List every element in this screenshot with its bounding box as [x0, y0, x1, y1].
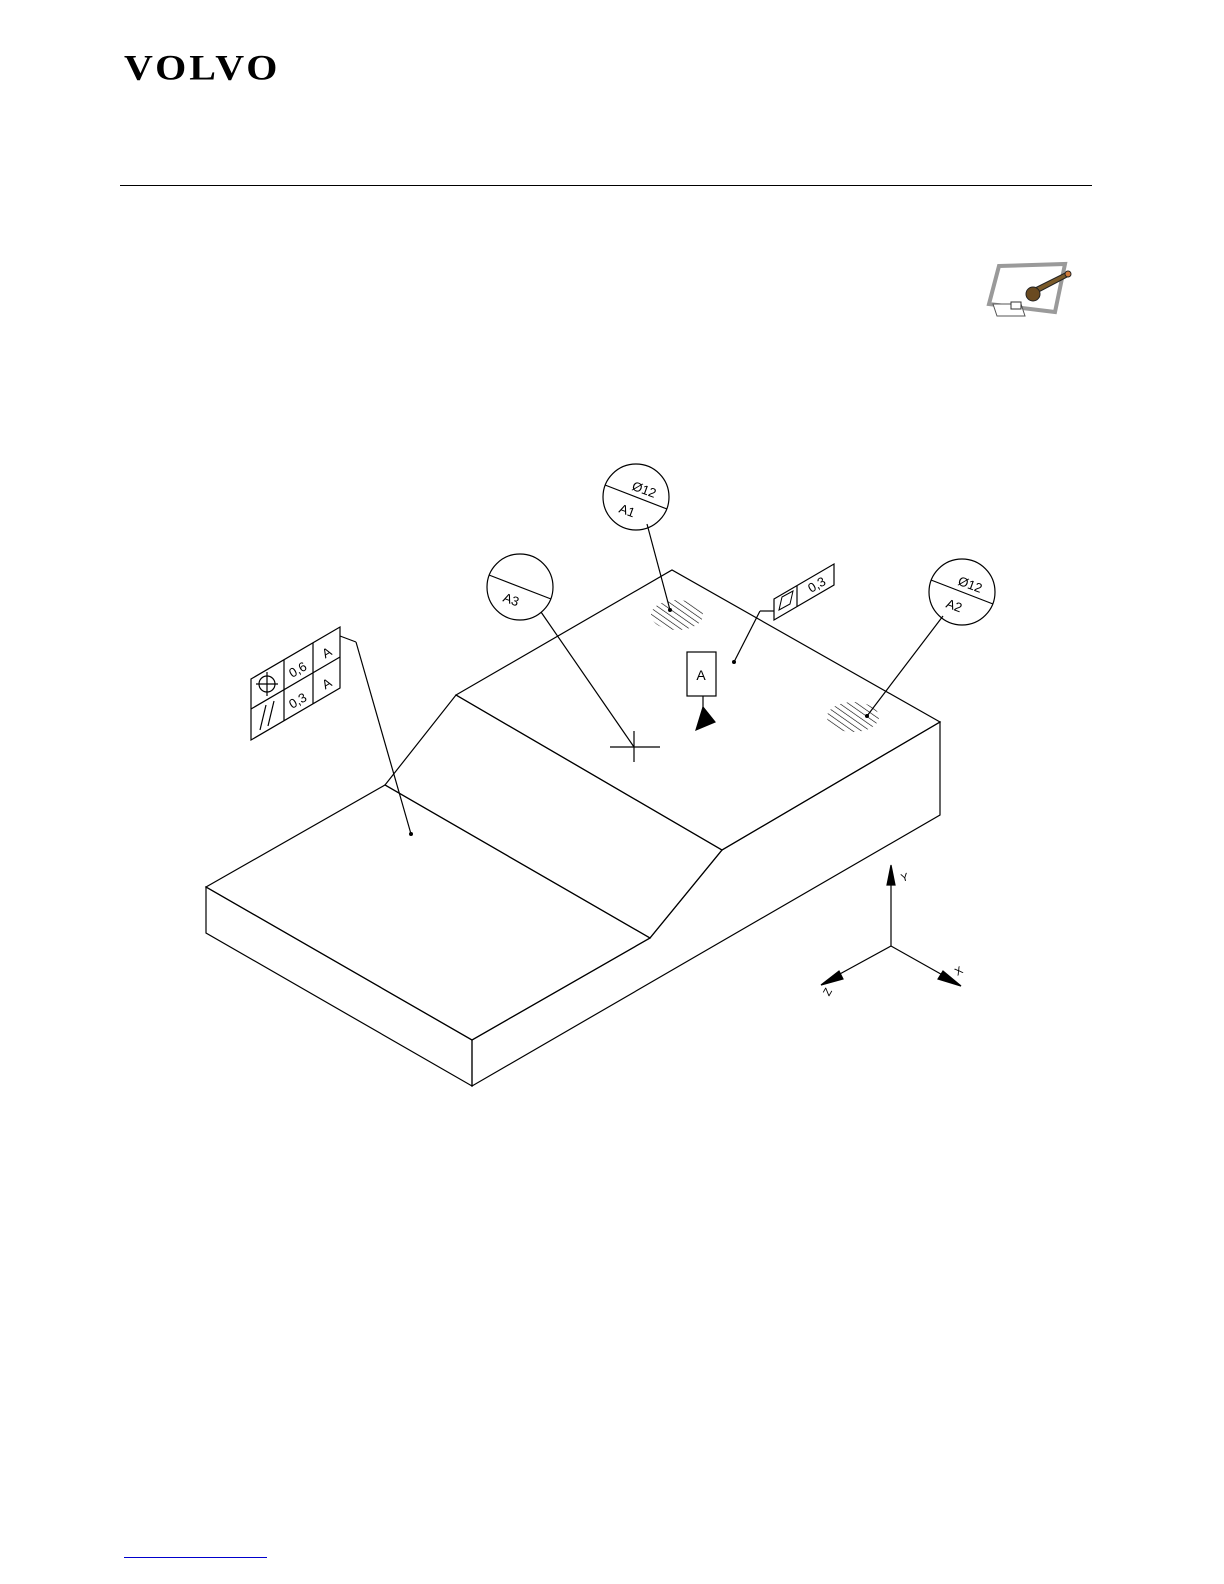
datum-target-point-a3 — [610, 731, 660, 762]
axis-z-label: Z — [821, 986, 835, 998]
wrench-screen-icon — [985, 258, 1077, 320]
datum-feature-letter: A — [696, 667, 706, 683]
axis-x-label: X — [953, 964, 966, 978]
volvo-logo: VOLVO — [124, 46, 280, 88]
header-divider — [120, 185, 1092, 186]
coordinate-axes: Y X Z — [821, 865, 966, 998]
flatness-control-frame: 0,3 — [732, 564, 834, 664]
footer-link-underline — [124, 1557, 267, 1558]
axis-y-label: Y — [900, 871, 911, 885]
datum-target-area-a1 — [651, 600, 703, 630]
datum-feature-symbol: A — [687, 652, 716, 730]
datum-callout-a2: Ø12 A2 — [865, 559, 995, 718]
datum-target-area-a2 — [827, 702, 879, 732]
datum-callout-a3: A3 — [487, 554, 634, 747]
isometric-part-drawing: Ø12 A1 Ø12 A2 A3 A — [190, 460, 1020, 1100]
composite-control-frame: 0,6 A 0,3 A — [251, 627, 413, 836]
